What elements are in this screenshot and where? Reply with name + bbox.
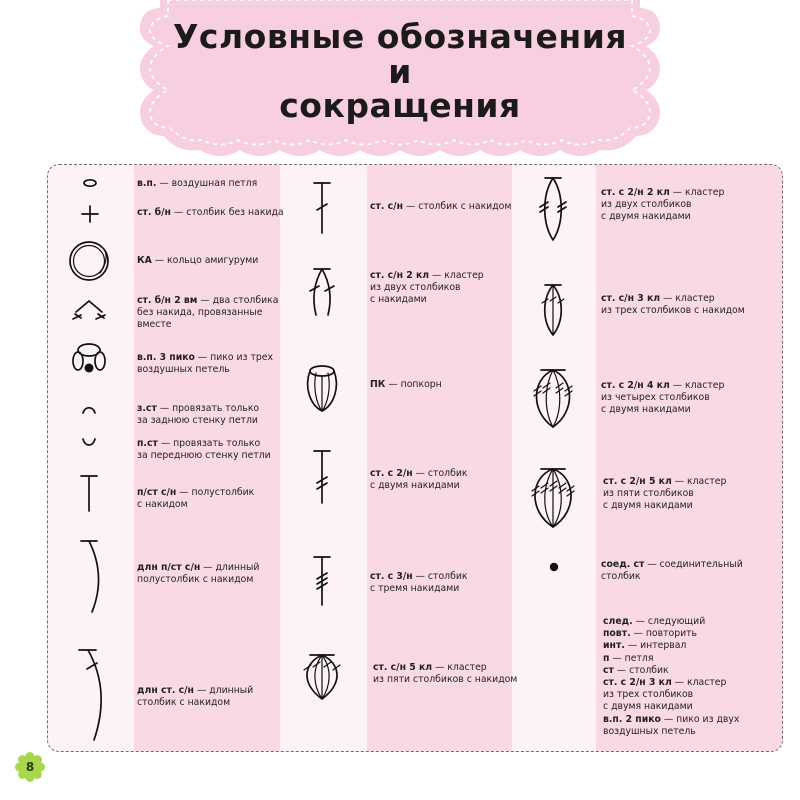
legend-item-popcorn: ПК — попкорн xyxy=(370,379,442,390)
double-crochet-icon xyxy=(313,182,331,234)
legend-item-tr4-cluster: ст. с 2/н 4 кл — кластер из четырех стол… xyxy=(601,380,725,416)
legend-item-dc2-cluster: ст. с/н 2 кл — кластер из двух столбиков… xyxy=(370,270,484,306)
abbr-item: ст — столбик xyxy=(603,664,669,676)
page-number: 8 xyxy=(25,760,35,774)
legend-item-double-treble: ст. с 3/н — столбик с тремя накидами xyxy=(370,571,468,595)
abbr-item: повт. — повторить xyxy=(603,628,698,640)
legend-panel: в.п. — воздушная петля ст. б/н — столбик… xyxy=(47,164,783,752)
abbr-item: инт. — интервал xyxy=(603,640,687,652)
slip-stitch-icon xyxy=(549,562,559,572)
sc2tog-icon xyxy=(72,300,106,320)
picot-icon xyxy=(72,343,106,373)
legend-item-long-dc: длн ст. с/н — длинный столбик с накидом xyxy=(137,685,254,709)
page-number-badge: 8 xyxy=(15,752,45,782)
legend-item-sc: ст. б/н — столбик без накида xyxy=(137,207,284,218)
column-3-symbols xyxy=(531,177,575,572)
dc3-cluster-icon xyxy=(541,284,565,336)
column-1-text-band xyxy=(134,165,280,751)
page-title-line-2: и xyxy=(388,52,412,91)
legend-item-long-hdc: длн п/ст с/н — длинный полустолбик с нак… xyxy=(137,562,260,586)
dc5-cluster-icon xyxy=(303,654,341,700)
abbr-item: ст. с 2/н 3 кл — кластер xyxy=(603,677,727,689)
chain-stitch-icon xyxy=(83,178,97,188)
tr2-cluster-icon xyxy=(539,177,567,241)
legend-item-chain: в.п. — воздушная петля xyxy=(137,178,258,189)
abbr-item: след. — следующий xyxy=(603,616,706,627)
long-half-double-icon xyxy=(80,540,100,613)
half-double-crochet-icon xyxy=(80,475,98,512)
legend-item-treble: ст. с 2/н — столбик с двумя накидами xyxy=(370,468,468,492)
column-2-text-band xyxy=(367,165,512,751)
back-loop-icon xyxy=(82,406,96,414)
dc2-cluster-icon xyxy=(309,268,335,316)
legend-item-dc3-cluster: ст. с/н 3 кл — кластер из трех столбиков… xyxy=(601,293,745,317)
legend-item-picot: в.п. 3 пико — пико из трех воздушных пет… xyxy=(137,352,274,376)
long-double-crochet-icon xyxy=(78,649,102,741)
page-title-line-1: Условные обозначения xyxy=(172,17,628,56)
column-1-symbols xyxy=(69,178,109,741)
double-treble-icon xyxy=(313,556,331,606)
legend-item-hdc: п/ст с/н — полустолбик с накидом xyxy=(137,487,255,511)
treble-crochet-icon xyxy=(313,450,331,504)
single-crochet-icon xyxy=(81,205,99,223)
column-2-symbols xyxy=(303,182,341,700)
flower-badge-icon xyxy=(15,752,45,782)
banner-shape xyxy=(140,0,660,156)
abbr-item: в.п. 2 пико — пико из двух xyxy=(603,713,740,725)
legend-item-back-loop: з.ст — провязать только за заднюю стенку… xyxy=(137,403,260,427)
front-loop-icon xyxy=(82,438,96,446)
page-title-line-3: сокращения xyxy=(279,86,521,125)
legend-item-dc5-cluster: ст. с/н 5 кл — кластер из пяти столбиков… xyxy=(373,662,518,686)
legend-item-magic-ring: КА — кольцо амигуруми xyxy=(137,255,259,266)
abbr-item: п — петля xyxy=(603,652,654,664)
popcorn-icon xyxy=(306,365,338,412)
abbreviations-list: след. — следующий повт. — повторить инт.… xyxy=(603,616,740,737)
tr4-cluster-icon xyxy=(533,369,573,428)
legend-item-tr5-cluster: ст. с 2/н 5 кл — кластер из пяти столбик… xyxy=(603,476,727,512)
legend-item-sc2tog: ст. б/н 2 вм — два столбика без накида, … xyxy=(137,295,279,331)
legend-item-slip-stitch: соед. ст — соединительный столбик xyxy=(601,559,743,583)
legend-item-tr2-cluster: ст. с 2/н 2 кл — кластер из двух столбик… xyxy=(601,187,725,223)
legend-item-front-loop: п.ст — провязать только за переднюю стен… xyxy=(137,438,271,462)
magic-ring-icon xyxy=(69,241,109,281)
title-banner: Условные обозначения и сокращения xyxy=(0,0,800,160)
column-3-text-band xyxy=(596,165,782,751)
tr5-cluster-icon xyxy=(531,468,575,528)
legend-item-dc: ст. с/н — столбик с накидом xyxy=(370,201,512,212)
